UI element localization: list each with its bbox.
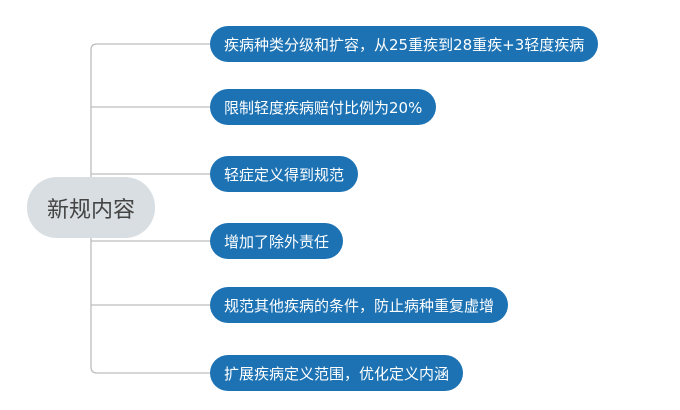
branch-node-4[interactable]: 增加了除外责任	[210, 223, 344, 259]
root-label: 新规内容	[46, 197, 135, 223]
branch-node-1[interactable]: 疾病种类分级和扩容，从25重疾到28重疾+3轻度疾病	[210, 26, 599, 62]
branch-label: 轻症定义得到规范	[224, 165, 345, 184]
branch-label: 限制轻度疾病赔付比例为20%	[224, 98, 423, 117]
branch-label: 增加了除外责任	[224, 232, 330, 251]
root-node[interactable]: 新规内容	[27, 177, 155, 238]
branch-label: 疾病种类分级和扩容，从25重疾到28重疾+3轻度疾病	[224, 35, 585, 54]
connector-6	[90, 236, 212, 374]
branch-node-3[interactable]: 轻症定义得到规范	[210, 156, 359, 192]
connector-1	[90, 43, 212, 180]
branch-node-5[interactable]: 规范其他疾病的条件，防止病种重复虚增	[210, 287, 509, 323]
branch-label: 规范其他疾病的条件，防止病种重复虚增	[224, 296, 495, 315]
branch-label: 扩展疾病定义范围，优化定义内涵	[224, 364, 450, 383]
branch-node-6[interactable]: 扩展疾病定义范围，优化定义内涵	[210, 355, 464, 391]
branch-node-2[interactable]: 限制轻度疾病赔付比例为20%	[210, 89, 437, 125]
